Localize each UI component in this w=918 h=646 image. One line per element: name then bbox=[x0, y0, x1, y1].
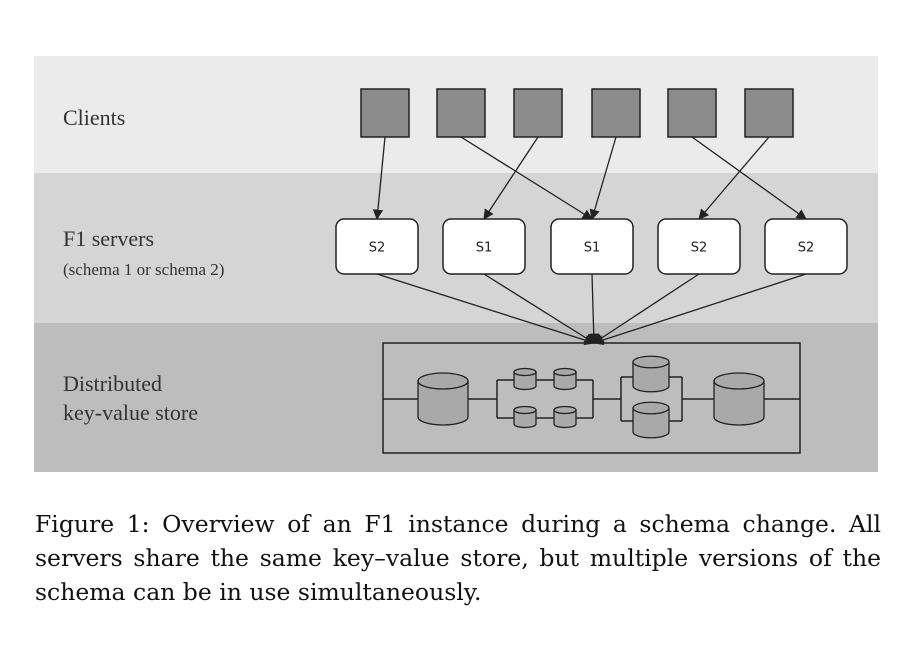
storage-cylinder-small bbox=[513, 405, 537, 429]
storage-cylinder-small bbox=[553, 405, 577, 429]
storage-cylinder-large bbox=[713, 372, 765, 426]
server-label: S2 bbox=[798, 241, 815, 256]
storage-cylinder-medium bbox=[632, 355, 670, 393]
client-server-arrow bbox=[460, 136, 593, 220]
servers-sublabel: (schema 1 or schema 2) bbox=[63, 260, 224, 279]
storage-cylinder-large bbox=[417, 372, 469, 426]
store-label-line2: key-value store bbox=[63, 400, 198, 425]
client-server-arrow bbox=[372, 136, 386, 221]
cylinders-group bbox=[417, 355, 765, 439]
server-store-arrow bbox=[376, 273, 595, 346]
client-box bbox=[744, 88, 794, 138]
client-server-arrow bbox=[691, 136, 807, 220]
clients-label: Clients bbox=[63, 105, 125, 130]
client-box bbox=[667, 88, 717, 138]
servers-group: S2 S1 S1 S2 S2 bbox=[335, 218, 848, 275]
store-frame bbox=[382, 342, 801, 454]
server-store-arrow bbox=[593, 273, 700, 344]
server-store-arrow bbox=[593, 273, 807, 346]
client-server-arrow bbox=[698, 136, 770, 220]
client-box bbox=[436, 88, 486, 138]
server-label: S2 bbox=[691, 241, 708, 256]
server-label: S1 bbox=[584, 241, 601, 256]
f1-server: S2 bbox=[764, 218, 848, 275]
f1-server: S1 bbox=[442, 218, 526, 275]
client-box bbox=[513, 88, 563, 138]
client-server-arrow bbox=[483, 136, 539, 220]
storage-cylinder-medium bbox=[632, 401, 670, 439]
clients-group bbox=[360, 88, 794, 138]
server-store-arrow bbox=[588, 273, 599, 345]
connections-group bbox=[372, 136, 807, 346]
client-box bbox=[591, 88, 641, 138]
server-label: S2 bbox=[369, 241, 386, 256]
key-value-store bbox=[382, 342, 801, 454]
client-server-arrow bbox=[589, 136, 617, 220]
figure-caption: Figure 1: Overview of an F1 instance dur… bbox=[35, 510, 881, 606]
servers-label: F1 servers bbox=[63, 226, 154, 251]
server-store-arrow bbox=[483, 273, 595, 344]
f1-server: S2 bbox=[335, 218, 419, 275]
client-box bbox=[360, 88, 410, 138]
f1-architecture-diagram: Clients F1 servers (schema 1 or schema 2… bbox=[34, 56, 878, 472]
server-label: S1 bbox=[476, 241, 493, 256]
store-label-line1: Distributed bbox=[63, 371, 162, 396]
storage-cylinder-small bbox=[513, 367, 537, 391]
storage-cylinder-small bbox=[553, 367, 577, 391]
f1-server: S2 bbox=[657, 218, 741, 275]
f1-server: S1 bbox=[550, 218, 634, 275]
